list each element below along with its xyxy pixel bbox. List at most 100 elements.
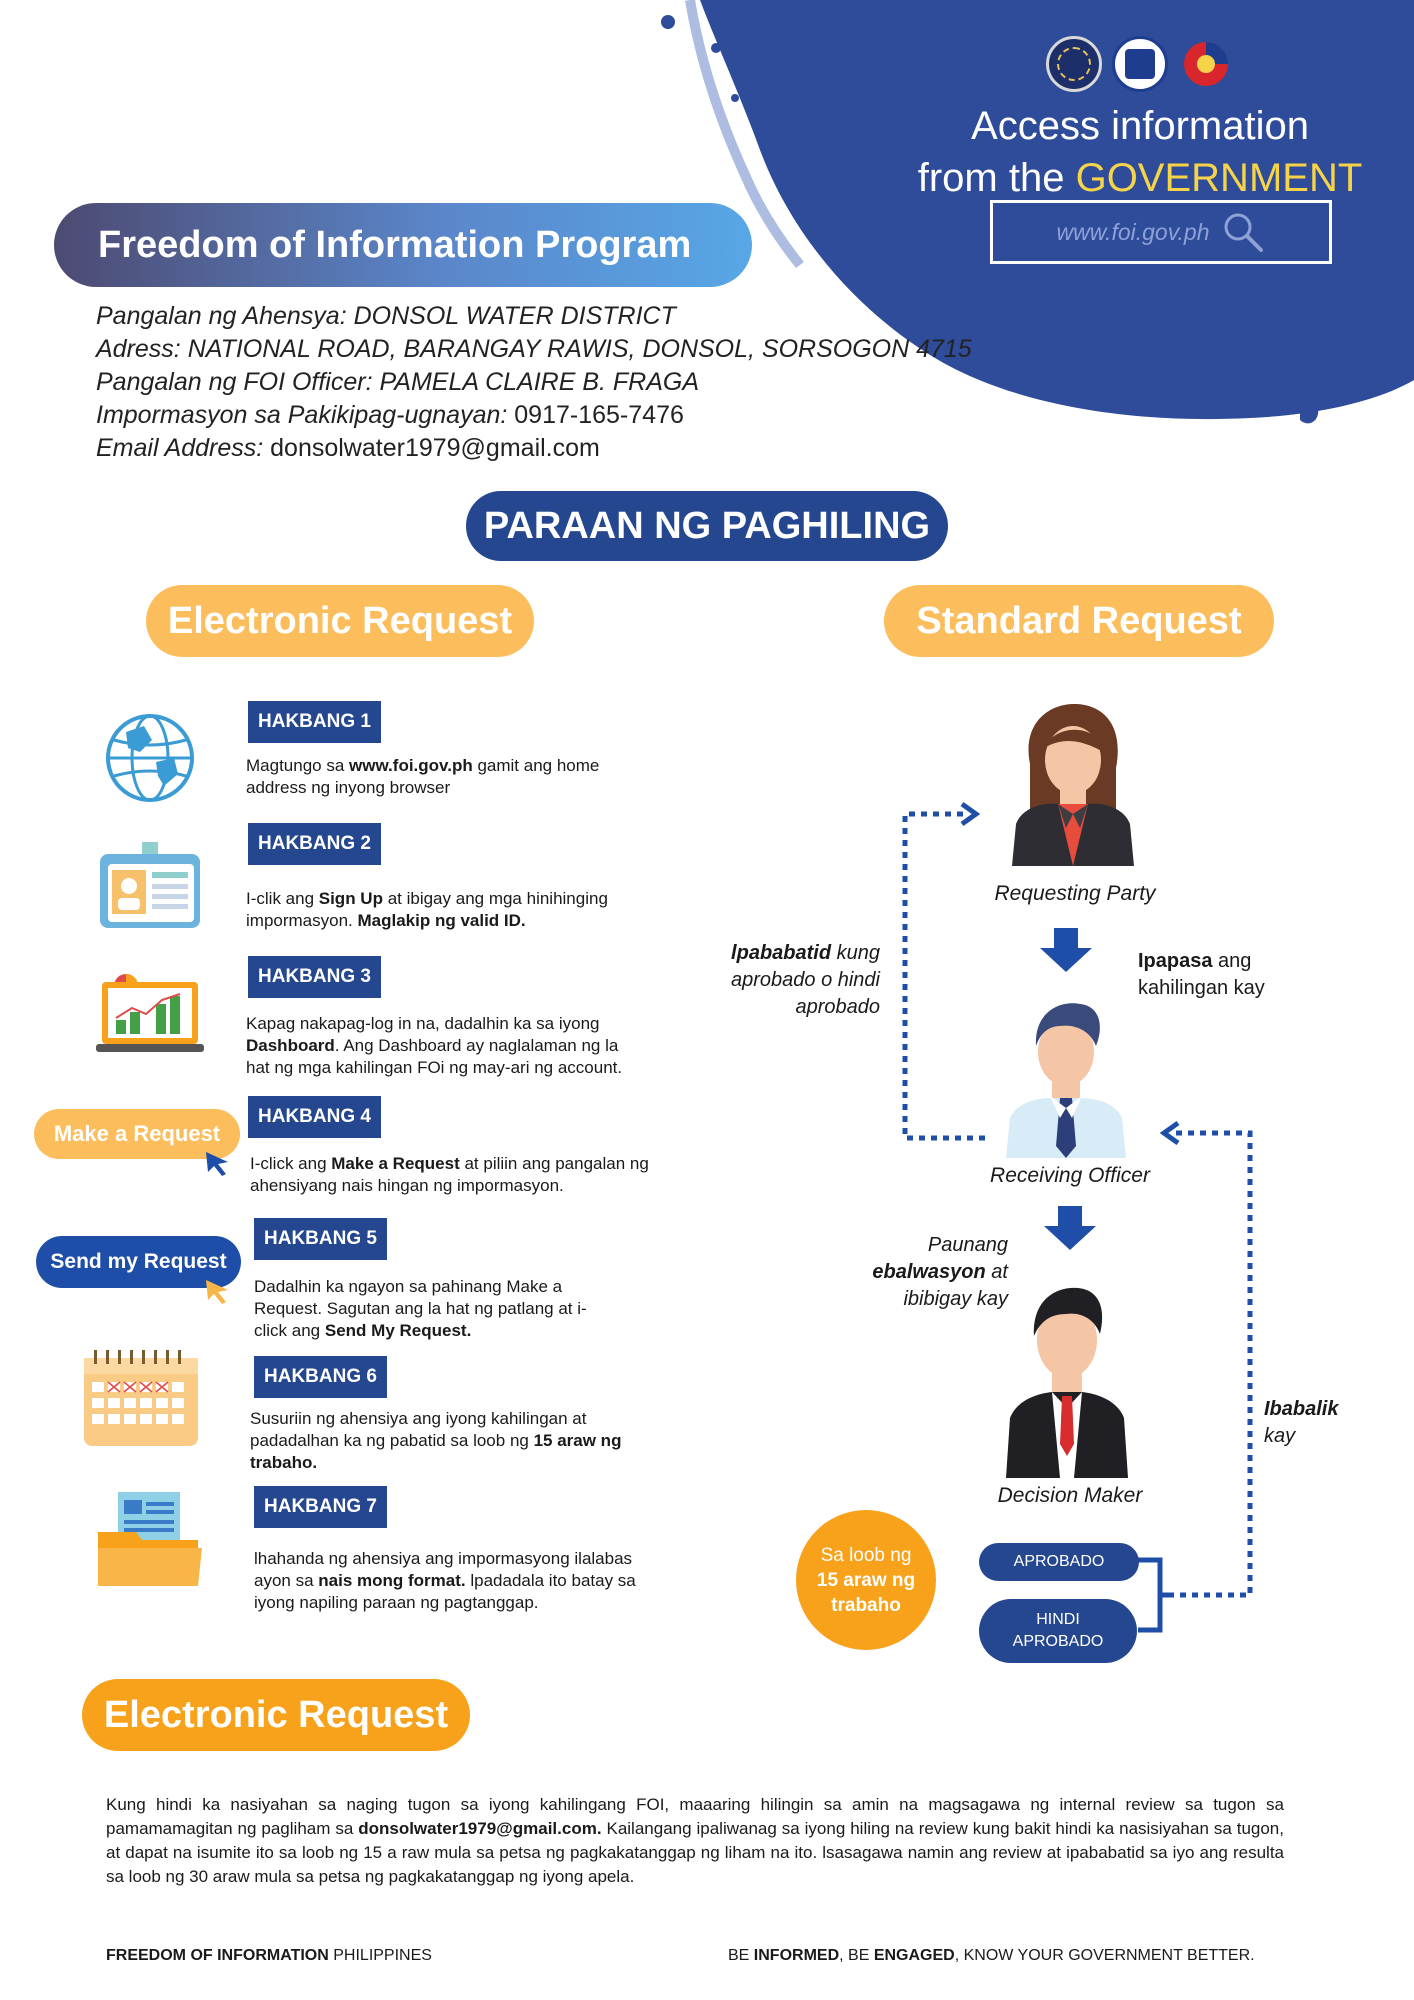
- ipababatid-note: lpababatid kung aprobado o hindi aprobad…: [690, 940, 880, 1021]
- step-6-tag: HAKBANG 6: [254, 1356, 387, 1398]
- cursor-arrow-icon: [206, 1280, 228, 1304]
- review-email: donsolwater1979@gmail.com.: [358, 1819, 602, 1838]
- review-paragraph: Kung hindi ka nasiyahan sa naging tugon …: [106, 1793, 1284, 1889]
- footer-right: BE INFORMED, BE ENGAGED, KNOW YOUR GOVER…: [728, 1947, 1255, 1965]
- calendar-icon: [84, 1350, 198, 1446]
- ipababatid-rest3: aprobado: [795, 996, 880, 1018]
- step-5-segment: Dadalhin ka ngayon sa pahinang Make a Re…: [254, 1277, 587, 1340]
- officer-value: PAMELA CLAIRE B. FRAGA: [379, 368, 700, 396]
- cursor-arrow-icon: [206, 1152, 228, 1176]
- folder-document-icon: [98, 1492, 202, 1586]
- address-line: Adress: NATIONAL ROAD, BARANGAY RAWIS, D…: [96, 333, 996, 366]
- ipababatid-bold: lpababatid: [731, 942, 832, 964]
- step-7-segment: lhahanda ng ahensiya ang impormasyong il…: [254, 1549, 633, 1590]
- ipababatid-rest2: aprobado o hindi: [730, 969, 880, 991]
- footer-left-rest: PHILIPPINES: [328, 1947, 432, 1964]
- step-6-text: Susuriin ng ahensiya ang iyong kahilinga…: [250, 1408, 650, 1474]
- contact-label: Impormasyon sa Pakikipag-ugnayan:: [96, 401, 515, 429]
- step-7-tag: HAKBANG 7: [254, 1486, 387, 1528]
- receiving-officer-icon: [1006, 1003, 1126, 1158]
- step-2-segment: Maglakip ng valid ID.: [357, 911, 526, 930]
- step-3-text: Kapag nakapag-log in na, dadalhin ka sa …: [246, 1013, 646, 1079]
- foi-logo: [1112, 36, 1168, 92]
- header-logos: [1046, 36, 1246, 96]
- footer-right-4: ENGAGED: [873, 1947, 955, 1964]
- decision-maker-icon: [1006, 1287, 1128, 1478]
- badge-line3: trabaho: [831, 1594, 901, 1616]
- step-6-segment: 15 araw ng trabaho.: [250, 1431, 622, 1472]
- agency-info: Pangalan ng Ahensya: DONSOL WATER DISTRI…: [96, 300, 996, 465]
- paunang-line1: Paunang: [927, 1234, 1008, 1256]
- step-2-segment: Sign Up: [318, 889, 383, 908]
- contact-value: 0917-165-7476: [514, 401, 684, 429]
- seal-logo: [1046, 36, 1102, 92]
- review-text-after: Kailangang ipaliwanag sa iyong hiling na…: [106, 1819, 1284, 1886]
- step-3-segment: Kapag nakapag-log in na, dadalhin ka sa …: [246, 1014, 600, 1033]
- step-1-segment: www.foi.gov.ph: [349, 756, 473, 775]
- step-5-segment: Send My Request.: [324, 1321, 472, 1340]
- fifteen-days-badge: Sa loob ng 15 araw ng trabaho: [796, 1510, 936, 1650]
- contact-line: Impormasyon sa Pakikipag-ugnayan: 0917-1…: [96, 399, 996, 432]
- step-2-tag: HAKBANG 2: [248, 823, 381, 865]
- ipapasa-note: Ipapasa ang kahilingan kay: [1138, 948, 1338, 1002]
- email-label: Email Address:: [96, 434, 271, 462]
- ibabalik-note: Ibabalik kay: [1264, 1396, 1384, 1450]
- paunang-rest: at: [985, 1261, 1008, 1283]
- step-7-segment: nais mong format.: [318, 1571, 466, 1590]
- footer-left: FREEDOM OF INFORMATION PHILIPPINES: [106, 1947, 432, 1965]
- footer-left-bold: FREEDOM OF INFORMATION: [106, 1947, 329, 1964]
- address-label: Adress:: [96, 335, 188, 363]
- standard-request-title: Standard Request: [884, 585, 1274, 657]
- website-search-box[interactable]: www.foi.gov.ph: [990, 200, 1332, 264]
- review-text-before: Kung hindi ka nasiyahan sa naging tugon …: [106, 1795, 1284, 1838]
- header-title-line2: from the GOVERNMENT: [900, 152, 1380, 204]
- decision-maker-label: Decision Maker: [997, 1484, 1143, 1507]
- ipapasa-rest2: kahilingan kay: [1138, 977, 1265, 999]
- officer-line: Pangalan ng FOI Officer: PAMELA CLAIRE B…: [96, 366, 996, 399]
- footer-right-2: INFORMED: [753, 1947, 840, 1964]
- badge-line1: Sa loob ng: [820, 1544, 912, 1566]
- step-3-tag: HAKBANG 3: [248, 956, 381, 998]
- step-6-segment: Susuriin ng ahensiya ang iyong kahilinga…: [250, 1409, 587, 1450]
- website-text: www.foi.gov.ph: [1056, 218, 1210, 245]
- step-4-text: I-click ang Make a Request at piliin ang…: [250, 1153, 650, 1197]
- footer-right-1: BE: [728, 1947, 754, 1964]
- hindi-line2: APROBADO: [1012, 1633, 1104, 1650]
- paunang-note: Paunang ebalwasyon at ibibigay kay: [790, 1232, 1008, 1313]
- step-1-text: Magtungo sa www.foi.gov.ph gamit ang hom…: [246, 755, 636, 799]
- id-card-icon: [100, 842, 200, 928]
- step-7-text: lhahanda ng ahensiya ang impormasyong il…: [254, 1548, 654, 1614]
- footer-right-3: , BE: [839, 1947, 874, 1964]
- ibabalik-bold: Ibabalik: [1264, 1398, 1339, 1420]
- officer-label: Pangalan ng FOI Officer:: [96, 368, 380, 396]
- step-2-text: I-clik ang Sign Up at ibigay ang mga hin…: [246, 888, 646, 932]
- step-7-segment: lpadadala ito batay sa iyong napiling pa…: [254, 1571, 636, 1612]
- ipababatid-rest1: kung: [831, 942, 880, 964]
- header-title: Access information from the GOVERNMENT: [900, 100, 1380, 204]
- step-1-segment: Magtungo sa: [246, 756, 350, 775]
- email-line: Email Address: donsolwater1979@gmail.com: [96, 432, 996, 465]
- header-blob: [661, 0, 1414, 424]
- method-title: PARAAN NG PAGHILING: [466, 491, 948, 561]
- address-value: NATIONAL ROAD, BARANGAY RAWIS, DONSOL, S…: [187, 335, 972, 363]
- agency-name-value: DONSOL WATER DISTRICT: [353, 302, 676, 330]
- requesting-party-icon: [1012, 704, 1134, 866]
- send-my-request-button[interactable]: Send my Request: [36, 1236, 241, 1288]
- footer-right-5: , KNOW YOUR GOVERNMENT BETTER.: [954, 1947, 1255, 1964]
- hindi-aprobado-pill: HINDI APROBADO: [979, 1599, 1137, 1663]
- step-5-text: Dadalhin ka ngayon sa pahinang Make a Re…: [254, 1276, 614, 1342]
- header-title-line1: Access information: [971, 104, 1309, 148]
- step-2-segment: at ibigay ang mga hinihinging impormasyo…: [246, 889, 608, 930]
- laptop-chart-icon: [96, 974, 204, 1052]
- step-4-tag: HAKBANG 4: [248, 1096, 381, 1138]
- email-value: donsolwater1979@gmail.com: [270, 434, 600, 462]
- badge-line2: 15 araw ng: [816, 1569, 916, 1591]
- make-a-request-button[interactable]: Make a Request: [34, 1109, 240, 1159]
- hindi-line1: HINDI: [1036, 1611, 1080, 1628]
- header-title-prefix: from the: [917, 156, 1076, 200]
- ipapasa-rest1: ang: [1212, 950, 1252, 972]
- review-title: Electronic Request: [82, 1679, 470, 1751]
- step-2-segment: I-clik ang: [246, 889, 319, 908]
- agency-name-line: Pangalan ng Ahensya: DONSOL WATER DISTRI…: [96, 300, 996, 333]
